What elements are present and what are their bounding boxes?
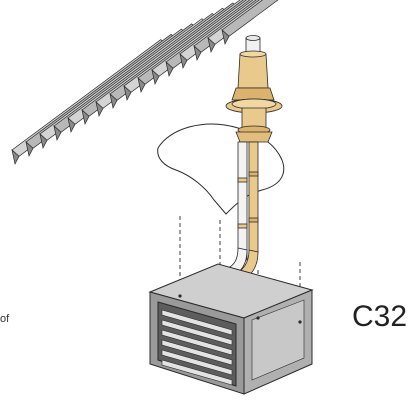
flue-terminal — [225, 35, 283, 143]
roof-rib-end — [207, 37, 216, 54]
roof-rib-end — [67, 117, 76, 134]
roof-rib-end — [179, 53, 188, 70]
roof-rib-end — [109, 93, 118, 110]
roof-rib-end — [11, 149, 20, 166]
heater-louver — [161, 339, 233, 366]
roof-rib-end — [137, 77, 146, 94]
roof-rib-end — [25, 141, 34, 158]
heater-louvers — [161, 309, 233, 386]
partial-label: of — [0, 313, 10, 325]
roof-rib-end — [39, 133, 48, 150]
heater-louver — [161, 349, 233, 376]
heater-louver — [161, 309, 233, 336]
heater-louver — [161, 359, 233, 386]
roof-rib-end — [151, 69, 160, 86]
roof-rib-end — [193, 45, 202, 62]
roof-rib-end — [53, 125, 62, 142]
heater-louver — [161, 329, 233, 356]
roof-rib-end — [95, 101, 104, 118]
corrugated-roof — [11, 0, 279, 166]
mounting-points — [178, 294, 302, 324]
roof-rib-end — [165, 61, 174, 78]
roof-rib-end — [81, 109, 90, 126]
roof-rib-end — [221, 29, 230, 46]
heater-louver — [161, 319, 233, 346]
configuration-code: C32 — [352, 300, 408, 333]
roof-rib-end — [123, 85, 132, 102]
